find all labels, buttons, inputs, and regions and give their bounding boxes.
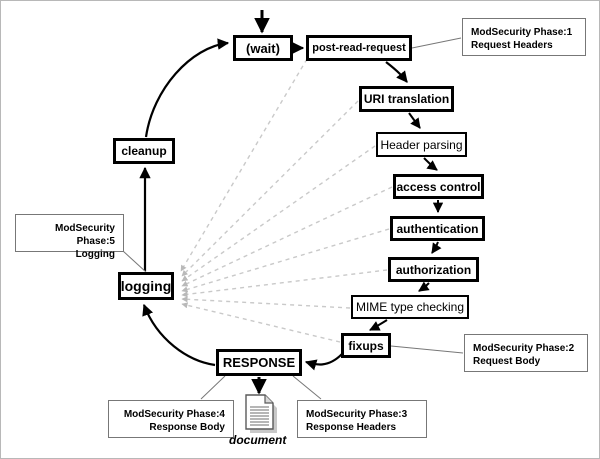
annotation-phase-1-line-1: ModSecurity Phase:1 — [471, 27, 573, 38]
node-fixups[interactable]: fixups — [341, 333, 391, 358]
edge-authentication-to-authorization — [431, 241, 442, 254]
annotation-phase-5-line-1: ModSecurity Phase:5 — [54, 223, 115, 247]
leader-phase5 — [122, 250, 147, 273]
annotation-modsecurity-phase-5: ModSecurity Phase:5 Logging — [15, 214, 124, 260]
node-response[interactable]: RESPONSE — [216, 349, 302, 376]
edge-uri-translation-to-header-parsing — [408, 112, 421, 129]
annotation-phase-1-line-2: Request Headers — [471, 40, 553, 51]
annotation-phase-5-line-2: Logging — [75, 249, 115, 260]
solid-flow-edges — [139, 10, 444, 395]
dashed-edge-access-control-to-logging — [181, 186, 393, 287]
edge-authorization-to-mime-type — [418, 281, 430, 292]
leader-phase3 — [292, 375, 322, 400]
node-cleanup[interactable]: cleanup — [113, 138, 175, 164]
edge-header-parsing-to-access-control — [423, 157, 438, 171]
leader-phase1 — [411, 37, 462, 49]
node-mime-type-checking[interactable]: MIME type checking — [351, 295, 469, 319]
dashed-logging-edges — [180, 58, 393, 343]
annotation-phase-3-line-2: Response Headers — [306, 422, 397, 433]
leader-phase2 — [390, 345, 464, 354]
annotation-modsecurity-phase-4: ModSecurity Phase:4 Response Body — [108, 400, 234, 438]
node-wait[interactable]: (wait) — [233, 35, 293, 61]
leader-phase4 — [200, 375, 226, 400]
annotation-modsecurity-phase-1: ModSecurity Phase:1 Request Headers — [462, 18, 586, 56]
dashed-edge-mime-type-to-logging — [181, 296, 351, 309]
annotation-phase-2-line-2: Request Body — [473, 356, 541, 367]
node-access-control[interactable]: access control — [393, 174, 484, 199]
edge-cleanup-to-wait — [144, 38, 230, 138]
dashed-edge-fixups-to-logging — [181, 302, 341, 343]
dashed-edge-post-read-to-logging — [180, 58, 308, 272]
node-logging[interactable]: logging — [118, 272, 174, 300]
dashed-edge-authorization-to-logging — [181, 269, 388, 298]
edge-fixups-to-response — [304, 353, 343, 371]
edge-post-read-to-uri-translation — [385, 61, 408, 83]
annotation-modsecurity-phase-3: ModSecurity Phase:3 Response Headers — [297, 400, 427, 438]
dashed-edge-authentication-to-logging — [181, 228, 390, 293]
annotation-phase-3-line-1: ModSecurity Phase:3 — [306, 409, 408, 420]
annotation-phase-4-line-2: Response Body — [149, 422, 225, 433]
edge-mime-type-to-fixups — [369, 319, 388, 331]
node-authentication[interactable]: authentication — [390, 216, 485, 241]
document-icon-label: document — [229, 433, 287, 447]
node-post-read-request[interactable]: post-read-request — [306, 35, 412, 61]
dashed-edge-uri-translation-to-logging — [181, 100, 359, 277]
node-header-parsing[interactable]: Header parsing — [376, 132, 467, 157]
annotation-modsecurity-phase-2: ModSecurity Phase:2 Request Body — [464, 334, 588, 372]
annotation-phase-4-line-1: ModSecurity Phase:4 — [123, 409, 225, 420]
node-authorization[interactable]: authorization — [388, 257, 479, 282]
node-uri-translation[interactable]: URI translation — [359, 86, 454, 112]
annotation-leader-lines — [122, 37, 464, 400]
dashed-edge-header-parsing-to-logging — [181, 145, 376, 282]
annotation-phase-2-line-1: ModSecurity Phase:2 — [473, 343, 575, 354]
edge-response-to-logging — [142, 303, 216, 367]
document-icon — [242, 394, 280, 436]
